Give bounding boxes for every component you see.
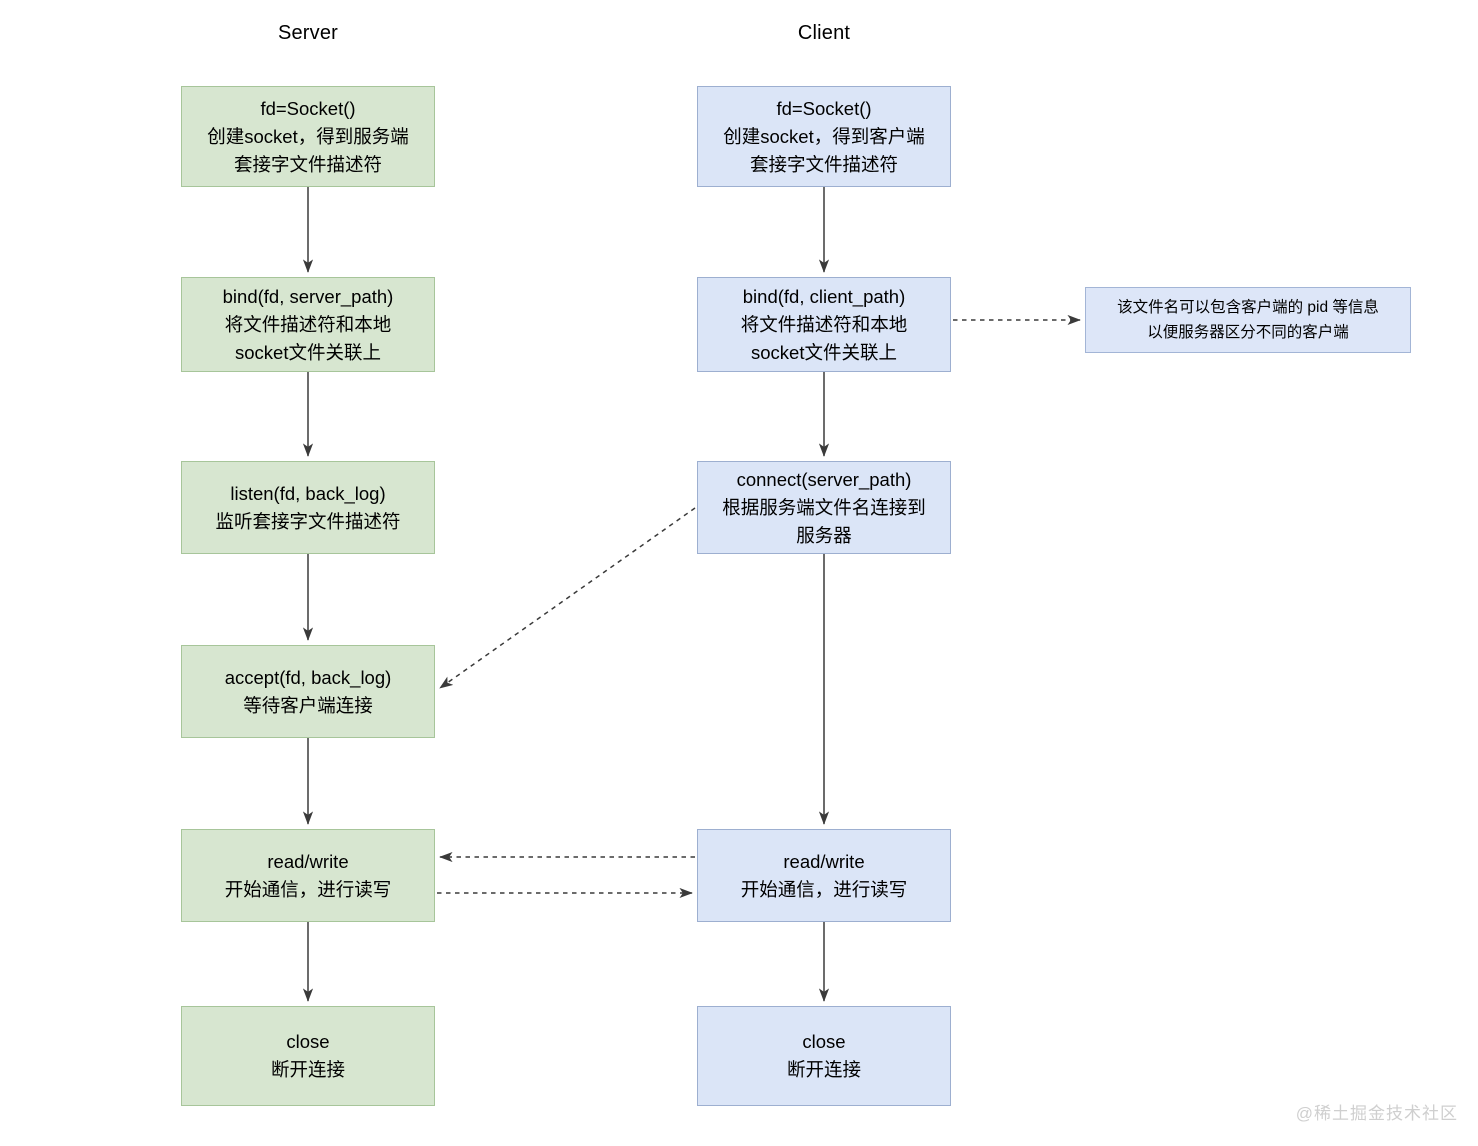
node-client-close[interactable]: close 断开连接 (697, 1006, 951, 1106)
node-client-socket[interactable]: fd=Socket() 创建socket，得到客户端 套接字文件描述符 (697, 86, 951, 187)
node-line-1: accept(fd, back_log) (224, 666, 392, 688)
node-line-2: 开始通信，进行读写 (740, 878, 908, 900)
node-line-2: 断开连接 (786, 1059, 861, 1080)
column-title-server: Server (277, 22, 339, 44)
node-line-2: 将文件描述符和本地 (224, 313, 392, 335)
node-server-readwrite[interactable]: read/write 开始通信，进行读写 (181, 829, 435, 922)
node-line-3: socket文件关联上 (235, 341, 381, 363)
node-line-1: read/write (783, 850, 865, 872)
node-line-2: 开始通信，进行读写 (224, 878, 392, 900)
node-line-2: 根据服务端文件名连接到 (722, 496, 926, 518)
node-line-1: listen(fd, back_log) (230, 482, 386, 504)
node-line-1: fd=Socket() (776, 97, 872, 119)
node-client-connect[interactable]: connect(server_path) 根据服务端文件名连接到 服务器 (697, 461, 951, 554)
node-line-1: bind(fd, server_path) (222, 285, 394, 307)
note-client-bind[interactable]: 该文件名可以包含客户端的 pid 等信息 以便服务器区分不同的客户端 (1085, 287, 1411, 353)
node-line-2: 将文件描述符和本地 (740, 313, 908, 335)
node-line-2: 创建socket，得到客户端 (723, 125, 925, 147)
node-line-1: connect(server_path) (736, 468, 912, 490)
node-line-3: 套接字文件描述符 (233, 153, 382, 175)
note-line-2: 以便服务器区分不同的客户端 (1147, 324, 1349, 341)
node-line-2: 监听套接字文件描述符 (215, 510, 401, 532)
watermark: @稀土掘金技术社区 (1295, 1104, 1458, 1123)
node-server-listen[interactable]: listen(fd, back_log) 监听套接字文件描述符 (181, 461, 435, 554)
node-line-3: 服务器 (796, 524, 852, 546)
node-line-2: 断开连接 (270, 1059, 345, 1080)
node-line-2: 等待客户端连接 (243, 694, 373, 716)
node-client-readwrite[interactable]: read/write 开始通信，进行读写 (697, 829, 951, 922)
node-client-bind[interactable]: bind(fd, client_path) 将文件描述符和本地 socket文件… (697, 277, 951, 372)
note-line-1: 该文件名可以包含客户端的 pid 等信息 (1117, 299, 1379, 316)
node-line-1: fd=Socket() (260, 97, 356, 119)
node-server-bind[interactable]: bind(fd, server_path) 将文件描述符和本地 socket文件… (181, 277, 435, 372)
node-line-3: socket文件关联上 (751, 341, 897, 363)
node-line-1: close (286, 1031, 330, 1052)
node-line-3: 套接字文件描述符 (749, 153, 898, 175)
node-line-1: close (802, 1031, 846, 1052)
node-server-close[interactable]: close 断开连接 (181, 1006, 435, 1106)
node-line-2: 创建socket，得到服务端 (207, 125, 409, 147)
node-line-1: read/write (267, 850, 349, 872)
node-server-accept[interactable]: accept(fd, back_log) 等待客户端连接 (181, 645, 435, 738)
edge-connect-to-accept (439, 507, 696, 689)
node-server-socket[interactable]: fd=Socket() 创建socket，得到服务端 套接字文件描述符 (181, 86, 435, 187)
node-line-1: bind(fd, client_path) (742, 285, 906, 307)
column-title-client: Client (797, 22, 851, 44)
